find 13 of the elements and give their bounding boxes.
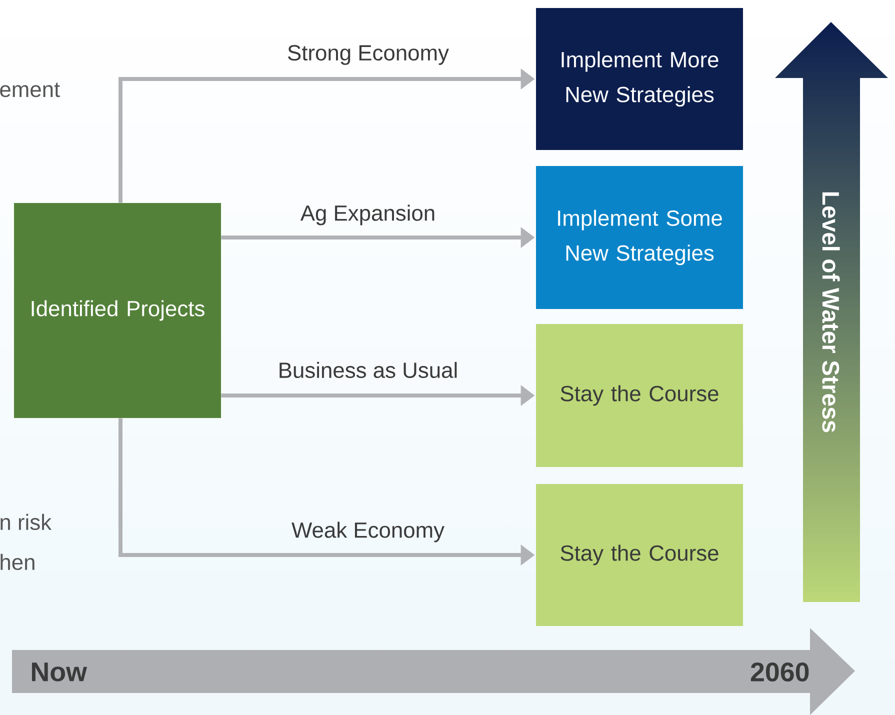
edge-label: Strong Economy xyxy=(288,45,449,65)
scenario-box: Stay the Course xyxy=(536,484,743,626)
edge-label: Ag Expansion xyxy=(300,204,434,226)
scenario-box: Implement Some New Strategies xyxy=(536,166,743,309)
edge-label: Weak Economy xyxy=(292,522,444,542)
scenario-box: Identified Projects xyxy=(14,202,221,418)
note-text: ement xyxy=(0,82,60,98)
stress-arrow: Level of Water Stress xyxy=(822,192,840,432)
scenario-box: Implement More New Strategies xyxy=(536,8,743,150)
scenario-box: Stay the Course xyxy=(536,324,743,467)
note-text: n risk xyxy=(0,514,52,530)
edge-label: Business as Usual xyxy=(280,362,457,378)
note-text: hen xyxy=(0,554,34,570)
